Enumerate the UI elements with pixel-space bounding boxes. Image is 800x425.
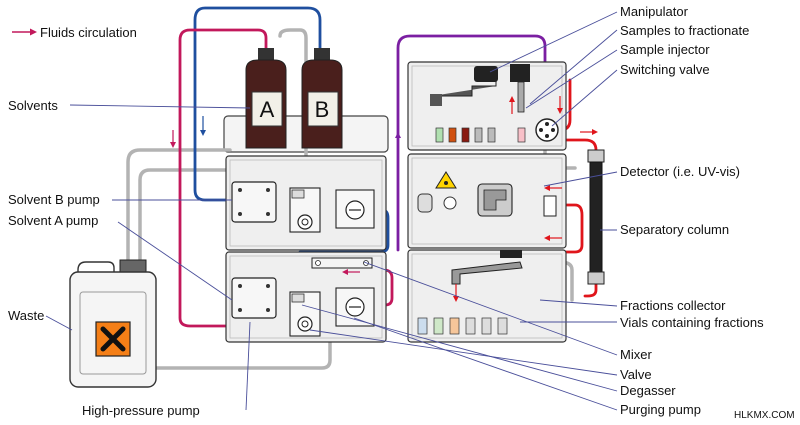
solvent-a-pump (231, 277, 277, 319)
leader-lines (45, 11, 618, 411)
manipulator-head (474, 66, 498, 82)
hazard-x-icon (100, 326, 126, 352)
legend: Fluids circulation (12, 25, 137, 40)
collector-cabinet (407, 249, 567, 343)
vials-containing-fractions-label: Vials containing fractions (620, 315, 764, 330)
bottle-b-label: B (315, 97, 330, 122)
solvent-b-pump-label: Solvent B pump (8, 192, 100, 207)
waste-label: Waste (8, 308, 44, 323)
right-labels: Manipulator Samples to fractionate Sampl… (620, 4, 764, 417)
switching-valve (535, 118, 559, 142)
collector-arm (451, 261, 523, 285)
manipulator-label: Manipulator (620, 4, 689, 19)
separatory-column (587, 149, 605, 285)
mixer (311, 257, 373, 269)
laser-warning-icon (435, 171, 457, 189)
high-pressure-pump-label: High-pressure pump (82, 403, 200, 418)
detector-label: Detector (i.e. UV-vis) (620, 164, 740, 179)
legend-label: Fluids circulation (40, 25, 137, 40)
sample-injector-label: Sample injector (620, 42, 710, 57)
watermark: HLKMX.COM (734, 410, 795, 421)
injector-head (510, 64, 530, 82)
purging-pump-label: Purging pump (620, 402, 701, 417)
detector-cell (543, 195, 557, 217)
bottle-a: A (245, 48, 287, 149)
left-labels: Solvents Solvent B pump Solvent A pump W… (8, 98, 200, 418)
solvent-b-pump-cabinet (225, 155, 387, 251)
fractions-collector-label: Fractions collector (620, 298, 726, 313)
detector-cabinet (407, 153, 567, 249)
mixer-label: Mixer (620, 347, 652, 362)
bottle-a-label: A (260, 97, 275, 122)
switching-valve-label: Switching valve (620, 62, 710, 77)
purple-tubing (396, 34, 547, 252)
valve-label: Valve (620, 367, 652, 382)
solvent-a-pump-cabinet (225, 251, 387, 343)
samples-to-fractionate-label: Samples to fractionate (620, 23, 749, 38)
injector-cabinet (407, 61, 567, 151)
degasser-label: Degasser (620, 383, 676, 398)
solvents-label: Solvents (8, 98, 58, 113)
legend-arrowhead-icon (30, 28, 37, 36)
separatory-column-label: Separatory column (620, 222, 729, 237)
waste-canister (69, 259, 157, 388)
solvent-a-pump-label: Solvent A pump (8, 213, 98, 228)
solvent-b-pump (231, 181, 277, 223)
bottle-b: B (301, 48, 343, 149)
